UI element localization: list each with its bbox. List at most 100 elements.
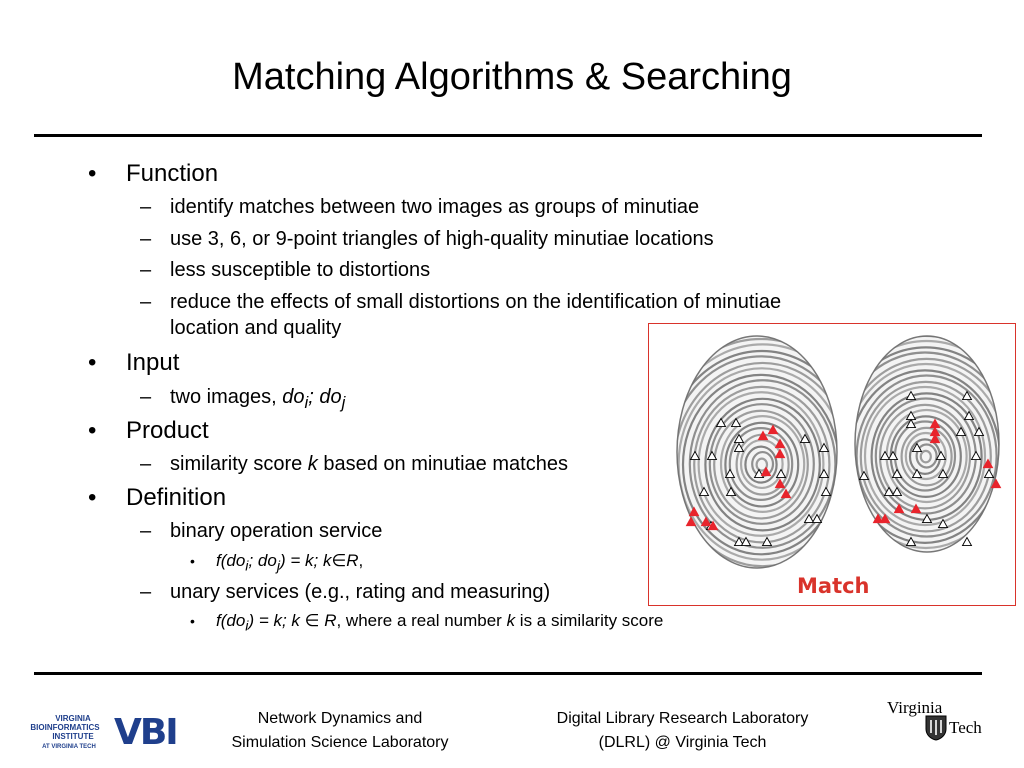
minutia-marker	[818, 442, 830, 453]
vt-logo-text: Virginia	[887, 698, 943, 717]
minutia-marker	[911, 468, 923, 479]
matched-minutia-marker	[929, 433, 941, 444]
minutia-marker	[891, 468, 903, 479]
sub-item: – similarity score k based on minutiae m…	[140, 452, 568, 477]
bullet-function: • Function	[88, 159, 219, 189]
matched-minutia-marker	[982, 458, 994, 469]
minutia-marker	[740, 536, 752, 547]
bullet-marker: •	[88, 484, 97, 511]
minutia-marker	[905, 418, 917, 429]
dash-marker: –	[140, 259, 152, 281]
minutia-marker	[905, 536, 917, 547]
formula-part: ) = k; k	[279, 551, 332, 570]
sub-item-text: reduce the effects of small distortions …	[170, 291, 782, 313]
var-k: k	[307, 453, 318, 475]
minutia-marker	[724, 468, 736, 479]
formula-part: ; do	[248, 551, 277, 570]
title-divider	[34, 134, 982, 137]
matched-minutia-marker	[700, 516, 712, 527]
minutia-marker	[961, 536, 973, 547]
footer-line: Network Dynamics and	[257, 710, 423, 727]
minutia-marker	[799, 433, 811, 444]
match-label: Match	[797, 574, 870, 598]
formula-part: R	[319, 611, 337, 630]
minutia-marker	[689, 450, 701, 461]
dash-marker: –	[140, 581, 152, 603]
minutia-marker	[761, 536, 773, 547]
sub-item-text: unary services (e.g., rating and measuri…	[170, 581, 551, 603]
matched-minutia-marker	[774, 438, 786, 449]
formula-binary: • f(doi; doj) = k; k∈R,	[190, 550, 364, 577]
formula-part: is a similarity score	[515, 611, 664, 630]
bullet-product: • Product	[88, 416, 209, 446]
footer-divider	[34, 672, 982, 675]
subscript-i: i	[245, 618, 249, 635]
minutia-marker	[730, 417, 742, 428]
sub-item-text: identify matches between two images as g…	[170, 196, 700, 218]
formula-unary: • f(doi) = k; k ∈ R, where a real number…	[190, 610, 664, 637]
minutia-marker	[921, 513, 933, 524]
matched-minutia-marker	[767, 424, 779, 435]
sub-item-text: similarity score	[170, 453, 308, 475]
matched-minutia-marker	[780, 488, 792, 499]
formula-part: , where a real number	[336, 611, 507, 630]
sub-item: – binary operation service	[140, 519, 383, 544]
sub-item: – less susceptible to distortions	[140, 258, 431, 283]
subscript-j: j	[276, 558, 280, 575]
matched-minutia-marker	[688, 506, 700, 517]
element-of-symbol: ∈	[304, 611, 320, 630]
matched-minutia-marker	[990, 478, 1002, 489]
virginia-tech-logo: Virginia Tech	[885, 698, 995, 748]
minutia-marker	[983, 468, 995, 479]
minutia-marker	[905, 390, 917, 401]
bullet-label: Definition	[126, 484, 227, 511]
sub-item: – two images, doi; doj	[140, 385, 345, 415]
bullet-label: Product	[126, 417, 209, 444]
matched-minutia-marker	[910, 503, 922, 514]
var-do: do	[282, 386, 305, 408]
bullet-label: Input	[126, 349, 180, 376]
footer-line: Simulation Science Laboratory	[231, 734, 449, 751]
bullet-label: Function	[126, 160, 219, 187]
sub-item-text: based on minutiae matches	[317, 453, 568, 475]
element-of-symbol: ∈	[331, 551, 347, 570]
minutia-marker	[935, 450, 947, 461]
dash-marker: –	[140, 386, 152, 408]
vt-logo-text: Tech	[949, 718, 982, 737]
sub-item-text: less susceptible to distortions	[170, 259, 431, 281]
minutia-marker	[883, 486, 895, 497]
formula-part: ) = k; k	[248, 611, 305, 630]
minutia-marker	[891, 486, 903, 497]
minutia-marker	[715, 417, 727, 428]
sub-item-text: binary operation service	[170, 520, 383, 542]
minutia-marker	[706, 450, 718, 461]
matched-minutia-marker	[685, 516, 697, 527]
minutia-marker	[961, 390, 973, 401]
minutia-marker	[725, 486, 737, 497]
vbi-logo-text: BIOINFORMATICS	[30, 723, 100, 732]
matched-minutia-marker	[774, 448, 786, 459]
right-fingerprint	[854, 335, 1000, 553]
sub-item: – use 3, 6, or 9-point triangles of high…	[140, 227, 714, 252]
matched-minutia-marker	[757, 430, 769, 441]
minutia-marker	[879, 450, 891, 461]
sub-item-text: use 3, 6, or 9-point triangles of high-q…	[170, 228, 714, 250]
left-fingerprint	[676, 335, 838, 569]
matched-minutia-marker	[774, 478, 786, 489]
minutia-marker	[733, 536, 745, 547]
bullet-marker: •	[190, 613, 195, 629]
minutia-marker	[820, 486, 832, 497]
bullet-marker: •	[190, 553, 195, 569]
minutia-marker	[818, 468, 830, 479]
sub-item-text: two images,	[170, 386, 283, 408]
var-do: do	[319, 386, 342, 408]
footer-line: (DLRL) @ Virginia Tech	[598, 734, 767, 751]
footer-line: Digital Library Research Laboratory	[556, 710, 809, 727]
minutia-marker	[970, 450, 982, 461]
minutia-marker	[963, 410, 975, 421]
bullet-marker: •	[88, 349, 97, 376]
formula-part: ,	[358, 551, 364, 570]
vt-shield-icon	[925, 715, 947, 741]
vbi-logo-text: VIRGINIA	[55, 714, 91, 723]
